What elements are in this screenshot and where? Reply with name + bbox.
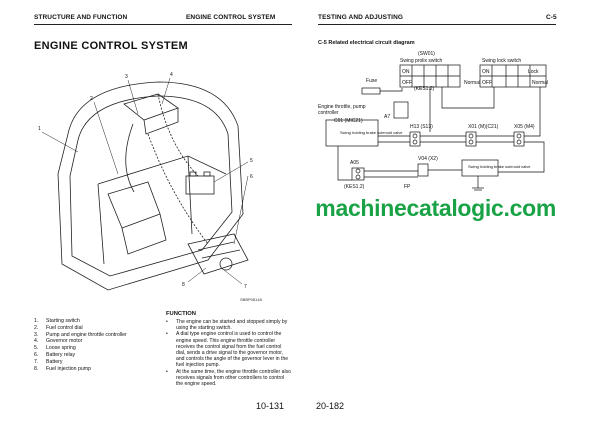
legend-item: 8.Fuel injection pump [34, 365, 91, 372]
a05-label: A05 [350, 160, 359, 166]
callout-1: 1 [38, 126, 41, 132]
fp-label: FP [404, 184, 411, 190]
legend-item: 4.Governor motor [34, 338, 83, 345]
controller-label-2: controller [318, 110, 339, 116]
normal-label-1: Normal [464, 80, 480, 86]
header-rule-left [34, 24, 292, 25]
kes-bottom-label: (KES1.2) [344, 184, 365, 190]
off-label-2: OFF [482, 80, 492, 86]
legend-item: 5.Loose spring [34, 345, 76, 352]
callout-6: 6 [250, 174, 253, 180]
function-item: •A dial type engine control is used to c… [166, 331, 289, 369]
swing-lock-label: Swing lock switch [482, 58, 521, 64]
callout-2: 2 [90, 96, 93, 102]
legend-item: 7.Battery [34, 358, 63, 365]
legend-item: 1.Starting switch [34, 318, 80, 324]
kes-label: (KES1.2) [414, 86, 435, 92]
function-item: •At the same time, the engine throttle c… [166, 368, 291, 388]
fuse-label: Fuse [366, 78, 377, 84]
legend-item: 3.Pump and engine throttle controller [34, 331, 127, 338]
page-number-left: 10-131 [256, 401, 285, 411]
on-label-1: ON [402, 69, 410, 75]
page-number-right: 20-182 [316, 401, 345, 411]
function-list: •The engine can be started and stopped s… [166, 319, 292, 387]
callout-5: 5 [250, 158, 253, 164]
header-left: STRUCTURE AND FUNCTION [34, 14, 128, 21]
a7-label: A7 [384, 114, 390, 120]
callout-3: 3 [125, 74, 128, 80]
brake-label-1: Swing holding brake solenoid valve [340, 130, 403, 135]
watermark: machinecatalogic.com [315, 195, 556, 221]
legend-item: 6.Battery relay [34, 351, 76, 358]
h13-label: H13 (S13) [410, 124, 433, 130]
sw01-label: (SW01) [418, 51, 435, 57]
callout-8: 8 [182, 282, 185, 288]
v04-label: V04 (X2) [418, 156, 438, 162]
legend-item: 2.Fuel control dial [34, 324, 83, 331]
function-item: •The engine can be started and stopped s… [166, 319, 288, 332]
header-right: C-5 [546, 14, 557, 21]
c01-label: C01 (MIC21) [334, 118, 363, 124]
off-label-1: OFF [402, 80, 412, 86]
diagram-title: C-5 Related electrical circuit diagram [318, 40, 415, 46]
header-rule-right [318, 24, 556, 25]
circuit-diagram: (SW01) Swing prolix switch Swing lock sw… [318, 51, 548, 191]
section-title: ENGINE CONTROL SYSTEM [34, 40, 188, 52]
cab-illustration: 1 2 3 4 5 6 7 8 [38, 72, 253, 291]
header-center-left: ENGINE CONTROL SYSTEM [186, 14, 276, 21]
on-label-2: ON [482, 69, 490, 75]
header-center-right: TESTING AND ADJUSTING [318, 14, 404, 21]
controller-label-1: Engine throttle, pump [318, 104, 366, 110]
normal-label-2: Normal [532, 80, 548, 86]
callout-7: 7 [244, 284, 247, 290]
lock-label: Lock [528, 69, 539, 75]
x01-label: X01 (M)(C21) [468, 124, 499, 130]
figure-code: SBBP08148 [240, 297, 262, 302]
x05-label: X05 (M4) [514, 124, 535, 130]
swing-prolix-label: Swing prolix switch [400, 58, 442, 64]
callout-4: 4 [170, 72, 173, 78]
legend-list: 1.Starting switch 2.Fuel control dial 3.… [34, 318, 127, 372]
function-title: FUNCTION [166, 311, 196, 317]
brake-label-2: Swing holding brake solenoid valve [468, 164, 531, 169]
